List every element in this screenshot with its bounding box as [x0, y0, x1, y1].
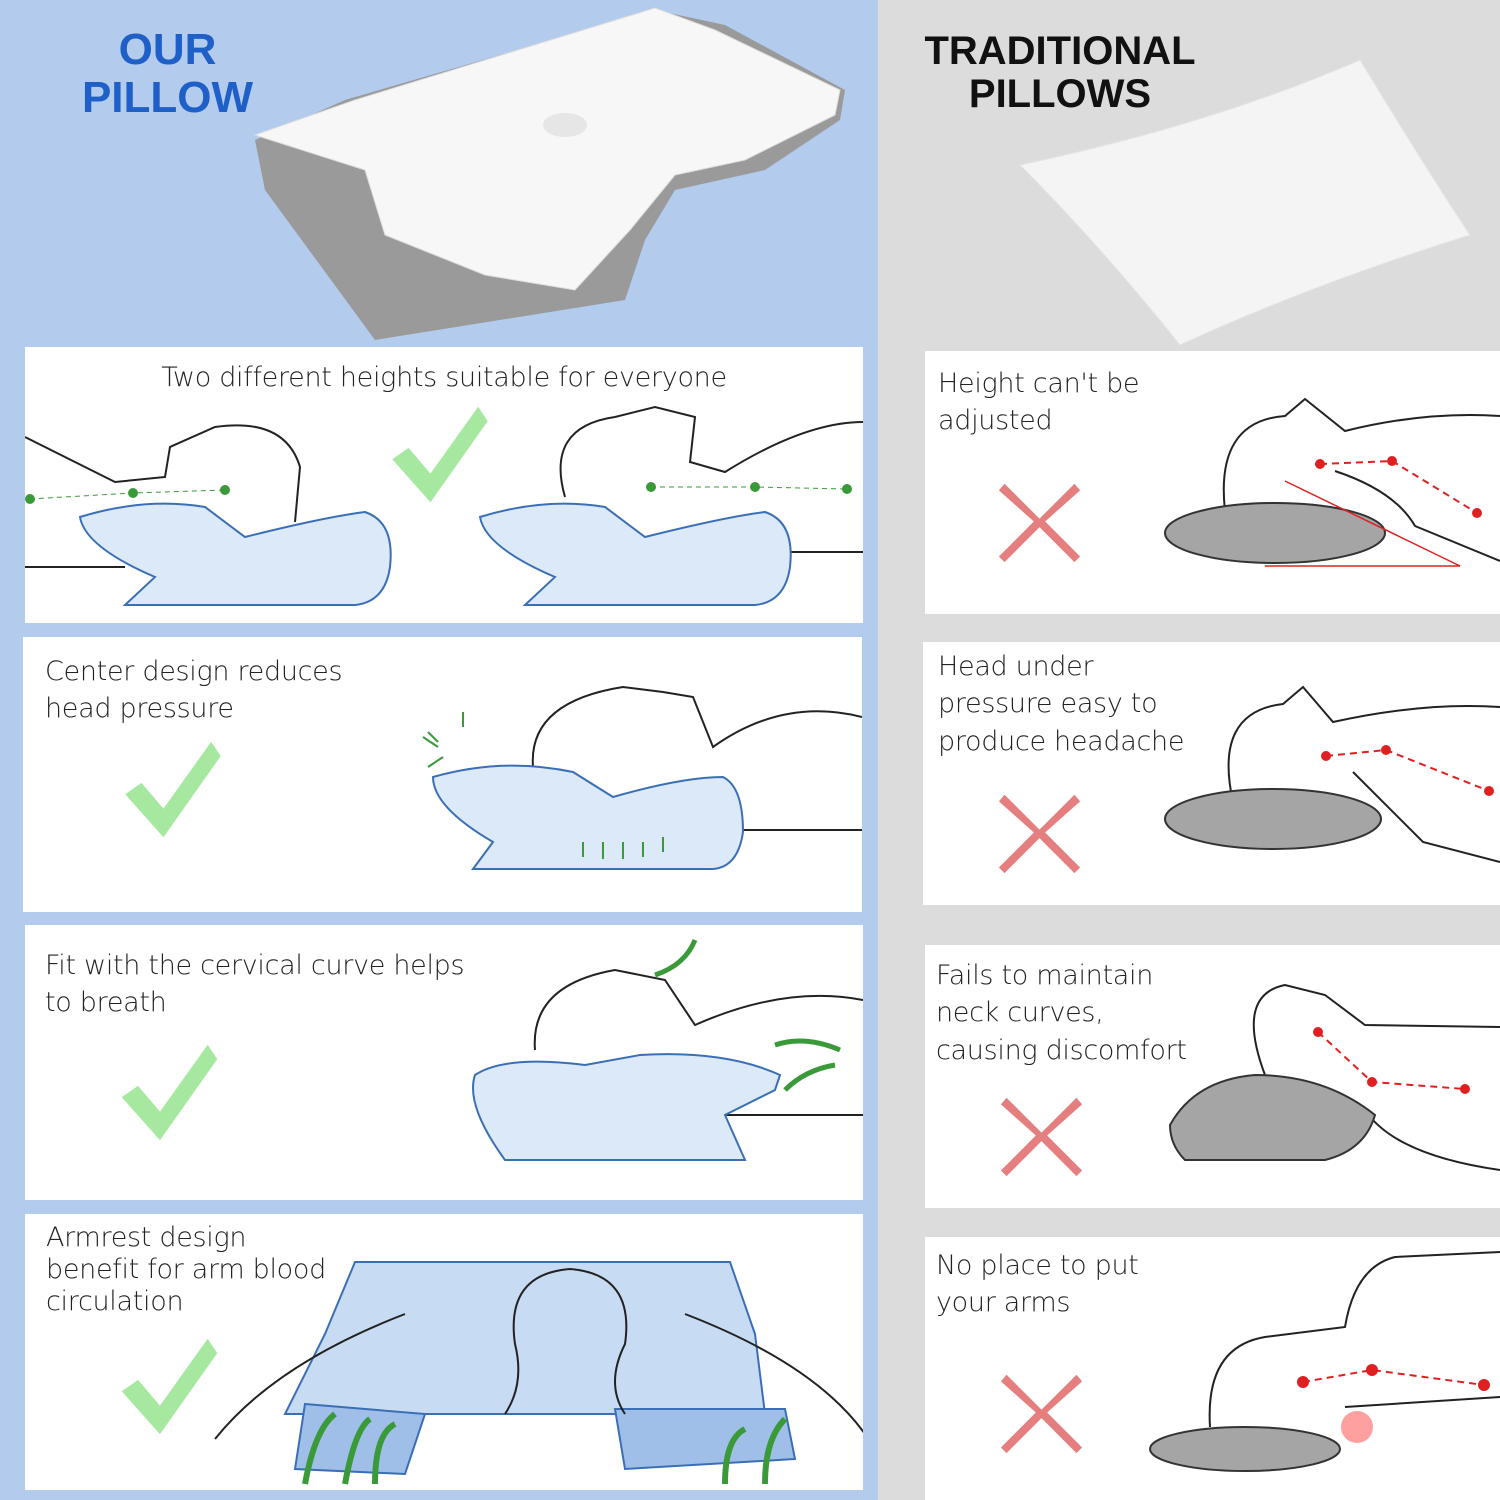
check-icon: [392, 406, 488, 503]
armrest-illustration: [121, 1261, 863, 1485]
text-line: Head under: [938, 651, 1094, 682]
arms-issue-illustration: [1000, 1251, 1500, 1472]
check-icon: [121, 1338, 218, 1435]
height-issue-illustration: [998, 397, 1500, 567]
issue-text: Head under pressure easy to produce headac…: [938, 648, 1184, 760]
feature-card-center-design: Center design reduces head pressure: [23, 637, 862, 912]
title-line: PILLOWS: [968, 72, 1152, 117]
feature-text: Fit with the cervical curve helps to brea…: [45, 947, 465, 1022]
contour-pillow-image: [253, 7, 845, 340]
issue-card-pressure: Head under pressure easy to produce headac…: [923, 642, 1500, 905]
text-line: Height can't be: [938, 368, 1140, 399]
cross-icon: [1000, 1097, 1083, 1177]
two-heights-illustration: [25, 405, 863, 606]
text-line: pressure easy to: [938, 688, 1158, 720]
feature-text: Two different heights suitable for every…: [161, 362, 727, 393]
issue-text: No place to put your arms: [936, 1247, 1139, 1322]
feature-text: Center design reduces head pressure: [45, 653, 343, 728]
issue-card-neck-curves: Fails to maintain neck curves, causing dis…: [925, 945, 1500, 1208]
cervical-curve-illustration: [121, 938, 863, 1161]
text-line: Center design reduces: [45, 656, 343, 687]
text-line: Fit with the cervical curve helps: [45, 950, 465, 981]
cross-icon: [998, 483, 1081, 563]
text-line: produce headache: [938, 725, 1185, 757]
text-line: to breath: [45, 987, 167, 1019]
center-design-illustration: [125, 685, 862, 870]
cross-icon: [998, 794, 1081, 874]
feature-card-two-heights: Two different heights suitable for every…: [25, 347, 863, 623]
issue-text: Height can't be adjusted: [938, 365, 1140, 440]
issue-card-arms: No place to put your arms: [925, 1237, 1500, 1500]
traditional-pillow-image: [1018, 59, 1471, 346]
text-line: benefit for arm blood: [46, 1253, 326, 1285]
neck-curves-issue-illustration: [1000, 983, 1500, 1177]
check-icon: [125, 741, 221, 838]
text-line: head pressure: [45, 693, 234, 725]
issue-text: Fails to maintain neck curves, causing dis…: [936, 957, 1187, 1069]
pressure-issue-illustration: [998, 685, 1500, 874]
cross-icon: [1000, 1374, 1083, 1454]
text-line: Armrest design: [46, 1222, 247, 1253]
feature-card-cervical-curve: Fit with the cervical curve helps to brea…: [25, 925, 863, 1200]
text-line: No place to put: [936, 1250, 1139, 1281]
issue-card-height: Height can't be adjusted: [925, 351, 1500, 614]
text-line: circulation: [46, 1285, 184, 1317]
text-line: neck curves,: [936, 997, 1104, 1029]
text-line: adjusted: [938, 405, 1053, 437]
title-line: OUR: [118, 25, 217, 74]
text-line: your arms: [936, 1287, 1071, 1319]
text-line: causing discomfort: [936, 1034, 1187, 1066]
title-line: PILLOW: [81, 72, 254, 122]
text-line: Fails to maintain: [936, 960, 1154, 991]
title-line: TRADITIONAL: [924, 29, 1196, 73]
check-icon: [121, 1044, 218, 1141]
